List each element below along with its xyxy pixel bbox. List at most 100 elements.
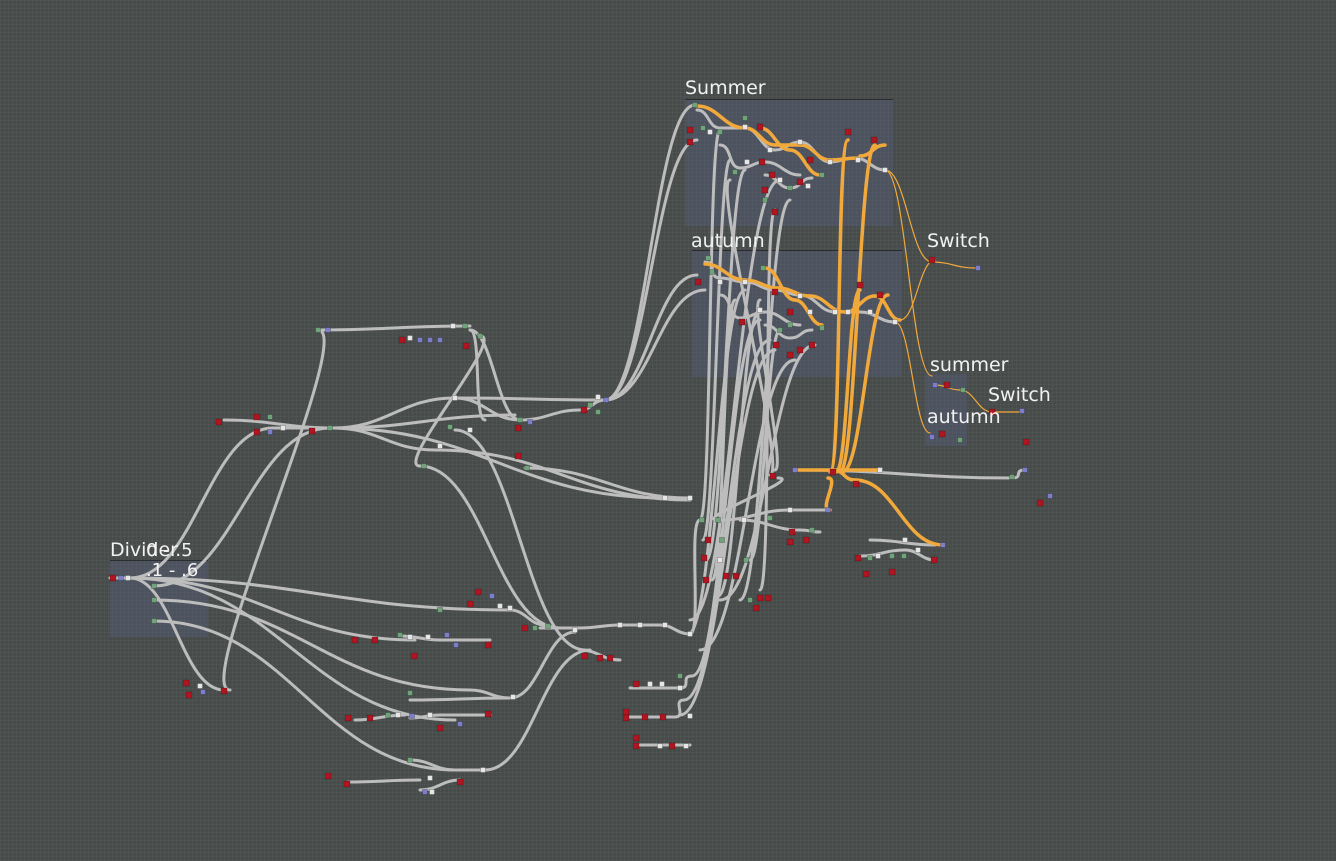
- node-port-185[interactable]: [829, 468, 837, 476]
- node-port-157[interactable]: [892, 319, 898, 325]
- node-port-77[interactable]: [385, 712, 391, 718]
- node-port-74[interactable]: [510, 694, 516, 700]
- wire-7[interactable]: [152, 619, 457, 772]
- node-port-83[interactable]: [484, 710, 492, 718]
- node-port-146[interactable]: [819, 325, 825, 331]
- node-port-134[interactable]: [744, 159, 750, 165]
- node-port-73[interactable]: [407, 690, 413, 696]
- wire-11[interactable]: [331, 413, 517, 430]
- wire-36[interactable]: [718, 143, 742, 170]
- node-port-129[interactable]: [844, 128, 852, 136]
- active-wire-7[interactable]: [788, 148, 822, 177]
- node-port-94[interactable]: [659, 681, 665, 687]
- active-wire-6[interactable]: [758, 126, 792, 152]
- node-port-169[interactable]: [732, 572, 740, 580]
- node-port-104[interactable]: [657, 743, 663, 749]
- node-port-67[interactable]: [596, 654, 604, 662]
- node-port-45[interactable]: [200, 689, 206, 695]
- node-port-152[interactable]: [832, 309, 838, 315]
- node-port-26[interactable]: [447, 424, 453, 430]
- node-port-103[interactable]: [632, 742, 640, 750]
- node-port-29[interactable]: [421, 463, 427, 469]
- node-port-111[interactable]: [707, 129, 713, 135]
- node-port-123[interactable]: [796, 178, 804, 186]
- node-port-170[interactable]: [743, 557, 749, 563]
- wire-1[interactable]: [128, 576, 512, 612]
- node-port-211[interactable]: [1022, 438, 1030, 446]
- node-port-145[interactable]: [807, 309, 813, 315]
- node-port-44[interactable]: [197, 683, 203, 689]
- wire-13[interactable]: [331, 426, 667, 500]
- wire-77[interactable]: [688, 518, 702, 636]
- node-port-143[interactable]: [786, 308, 794, 316]
- wire-22[interactable]: [433, 448, 692, 502]
- node-port-120[interactable]: [771, 208, 779, 216]
- node-port-147[interactable]: [777, 327, 783, 333]
- node-port-55[interactable]: [484, 641, 492, 649]
- node-port-206[interactable]: [988, 408, 996, 416]
- node-port-174[interactable]: [752, 604, 760, 612]
- node-port-21[interactable]: [450, 323, 456, 329]
- node-port-173[interactable]: [764, 594, 772, 602]
- node-port-192[interactable]: [854, 554, 862, 562]
- node-port-5[interactable]: [151, 618, 157, 624]
- node-port-56[interactable]: [437, 607, 443, 613]
- wire-23[interactable]: [453, 428, 587, 652]
- node-port-102[interactable]: [632, 734, 640, 742]
- wire-19[interactable]: [468, 328, 487, 422]
- node-port-136[interactable]: [705, 255, 711, 261]
- node-port-23[interactable]: [477, 333, 483, 339]
- node-port-105[interactable]: [668, 742, 676, 750]
- node-port-201[interactable]: [928, 256, 936, 264]
- active-wire-19[interactable]: [840, 293, 890, 474]
- wire-102[interactable]: [858, 548, 907, 558]
- node-port-51[interactable]: [410, 652, 418, 660]
- wire-87[interactable]: [346, 778, 422, 784]
- node-port-151[interactable]: [808, 341, 816, 349]
- node-port-115[interactable]: [756, 123, 764, 131]
- node-port-8[interactable]: [253, 428, 261, 436]
- node-port-141[interactable]: [760, 265, 766, 271]
- node-port-47[interactable]: [351, 636, 359, 644]
- active-wire-24[interactable]: [824, 476, 834, 512]
- node-port-199[interactable]: [1009, 474, 1015, 480]
- node-port-171[interactable]: [747, 597, 753, 603]
- node-port-113[interactable]: [742, 124, 748, 130]
- wire-96[interactable]: [673, 698, 686, 719]
- node-port-153[interactable]: [845, 309, 851, 315]
- active-wire-22[interactable]: [853, 478, 945, 547]
- node-port-35[interactable]: [587, 402, 593, 408]
- node-port-17[interactable]: [407, 335, 413, 341]
- node-port-116[interactable]: [767, 147, 773, 153]
- node-port-86[interactable]: [422, 789, 428, 795]
- node-port-13[interactable]: [327, 425, 333, 431]
- node-port-207[interactable]: [1019, 408, 1025, 414]
- node-port-9[interactable]: [267, 414, 273, 420]
- node-port-164[interactable]: [719, 537, 725, 543]
- wire-70[interactable]: [725, 178, 775, 477]
- node-port-89[interactable]: [480, 767, 486, 773]
- wire-15[interactable]: [453, 396, 607, 402]
- node-port-156[interactable]: [876, 291, 884, 299]
- node-port-68[interactable]: [606, 654, 614, 662]
- node-port-195[interactable]: [889, 553, 895, 559]
- wire-5[interactable]: [152, 426, 332, 588]
- node-port-209[interactable]: [938, 430, 946, 438]
- node-port-61[interactable]: [507, 605, 513, 611]
- node-port-91[interactable]: [343, 780, 351, 788]
- wire-88[interactable]: [398, 634, 442, 642]
- node-port-22[interactable]: [462, 323, 468, 329]
- node-port-78[interactable]: [395, 712, 401, 718]
- node-port-14[interactable]: [315, 327, 321, 333]
- node-port-25[interactable]: [452, 395, 458, 401]
- node-port-183[interactable]: [769, 472, 777, 480]
- node-port-32[interactable]: [514, 424, 522, 432]
- wire-29[interactable]: [603, 273, 699, 402]
- node-port-98[interactable]: [622, 714, 630, 722]
- node-port-178[interactable]: [825, 507, 831, 513]
- wire-74[interactable]: [578, 623, 622, 630]
- active-wire-1[interactable]: [743, 126, 777, 147]
- wire-17[interactable]: [316, 324, 472, 332]
- node-port-36[interactable]: [595, 394, 601, 400]
- node-port-163[interactable]: [704, 536, 712, 544]
